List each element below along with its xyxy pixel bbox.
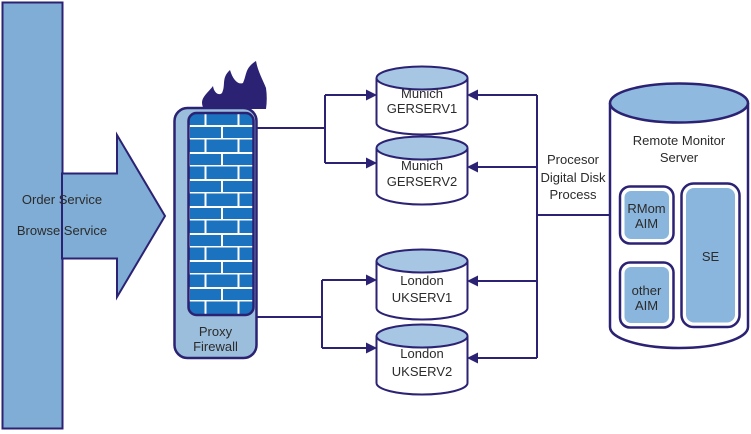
db-cylinder-gerserv1: Munich GERSERV1 <box>375 65 469 136</box>
module-fill <box>686 188 735 323</box>
process-label-line1: Procesor <box>547 152 600 167</box>
connector-monitor-to-dbs <box>477 94 610 359</box>
db-cylinder-ukserv1: London UKSERV1 <box>375 248 469 321</box>
firewall-brick-panel <box>187 111 255 317</box>
arrowhead-into-ukserv1-right <box>467 275 478 287</box>
monitor-to-db-connectors <box>467 89 610 364</box>
monitor-title-line2: Server <box>660 150 699 165</box>
other-label-line1: other <box>632 283 662 298</box>
right-arrow-shape <box>61 131 167 301</box>
module-fill <box>624 267 669 323</box>
connector-firewall-to-munich <box>256 94 367 164</box>
arrowhead-into-gerserv1-right <box>467 89 478 101</box>
arrowhead-into-gerserv1-left <box>366 89 377 101</box>
db-name-label: GERSERV2 <box>387 174 458 189</box>
arrowhead-into-ukserv2-left <box>366 342 377 354</box>
firewall-label-line1: Proxy <box>199 324 233 339</box>
db-cylinder-top <box>375 248 469 274</box>
arrowhead-into-gerserv2-right <box>467 161 478 173</box>
db-cylinder-body <box>375 261 469 321</box>
arrowhead-into-ukserv2-right <box>467 352 478 364</box>
module-fill <box>624 191 669 239</box>
db-name-label: UKSERV1 <box>392 290 452 305</box>
firewall-label-line2: Firewall <box>193 339 238 354</box>
db-cylinder-body <box>375 148 469 206</box>
order-service-label: Order Service <box>22 192 102 207</box>
arrowhead-into-ukserv1-left <box>366 274 377 286</box>
monitor-title-line1: Remote Monitor <box>633 133 726 148</box>
remote-monitor-server: Remote Monitor Server RMom AIM other AIM… <box>608 82 750 350</box>
se-module: SE <box>680 182 741 329</box>
other-label-line2: AIM <box>635 298 658 313</box>
browse-service-label: Browse Service <box>17 223 107 238</box>
se-label: SE <box>702 249 720 264</box>
db-cylinder-body <box>375 336 469 396</box>
db-city-label: London <box>400 346 443 361</box>
flame-icon <box>202 61 267 109</box>
db-name-label: UKSERV2 <box>392 364 452 379</box>
db-cylinder-top <box>375 65 469 91</box>
request-arrow: Order Service Browse Service <box>1 1 167 430</box>
process-label: Procesor Digital Disk Process <box>540 152 606 202</box>
rmom-label-line1: RMom <box>627 201 665 216</box>
db-cylinder-top <box>375 323 469 349</box>
db-cylinder-top <box>375 135 469 161</box>
db-city-label: London <box>400 273 443 288</box>
request-bar-shape <box>1 1 64 430</box>
proxy-firewall: Proxy Firewall <box>173 61 267 360</box>
db-city-label: Munich <box>401 86 443 101</box>
db-cylinder-ukserv2: London UKSERV2 <box>375 323 469 396</box>
db-city-label: Munich <box>401 158 443 173</box>
process-label-line2: Digital Disk <box>540 170 606 185</box>
arrowhead-into-gerserv2-left <box>366 157 377 169</box>
db-cylinder-body <box>375 78 469 136</box>
db-cylinder-gerserv2: Munich GERSERV2 <box>375 135 469 206</box>
rmom-aim-module: RMom AIM <box>618 185 675 245</box>
firewall-to-db-connectors <box>256 89 377 354</box>
monitor-cylinder-top <box>608 82 750 124</box>
other-aim-module: other AIM <box>618 261 675 329</box>
process-label-line3: Process <box>550 187 597 202</box>
connector-firewall-to-london <box>256 279 367 349</box>
db-name-label: GERSERV1 <box>387 101 458 116</box>
rmom-label-line2: AIM <box>635 216 658 231</box>
